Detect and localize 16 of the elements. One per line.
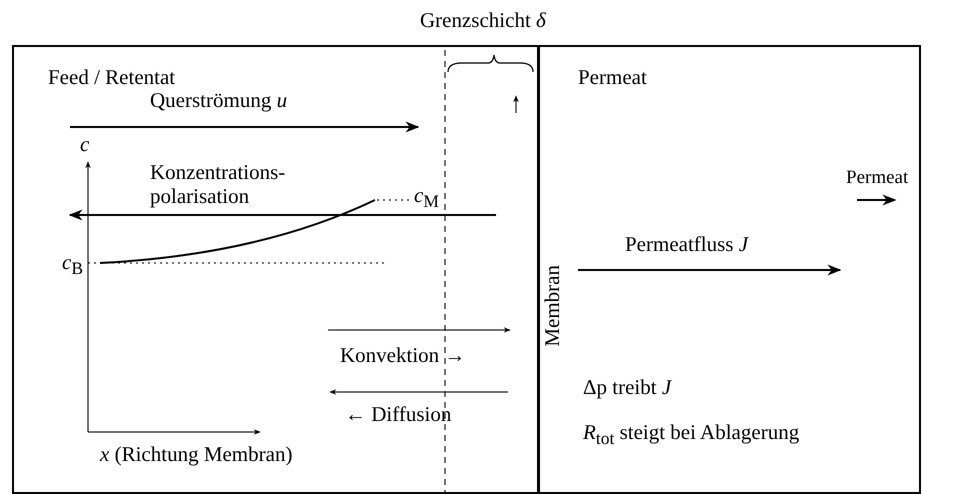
flux-label: Permeatfluss J (625, 232, 748, 256)
compartment-label: Permeat (578, 65, 647, 89)
compartment-label: Feed / Retentat (48, 65, 176, 89)
outlet-label: Permeat (846, 166, 908, 190)
concentration-label: c$_{M}$ (414, 183, 439, 214)
flow-label: Querströmung u (150, 88, 288, 112)
boundary-layer-label: Grenzschicht δ (420, 8, 546, 32)
axis-label: c (80, 132, 90, 156)
convection-label: Konvektion → (340, 343, 466, 367)
membrane-label: Membran (540, 265, 564, 347)
diffusion-label: ← Diffusion (345, 402, 452, 426)
pressure-label: Δp treibt J (583, 375, 672, 399)
polarisation-label: Konzentrations- polarisation (150, 160, 286, 208)
resistance-label: R$_{tot}$ steigt bei Ablagerung (583, 420, 800, 450)
axis-label: x (Richtung Membran) (100, 442, 292, 466)
concentration-label: c$_{B}$ (62, 250, 84, 280)
